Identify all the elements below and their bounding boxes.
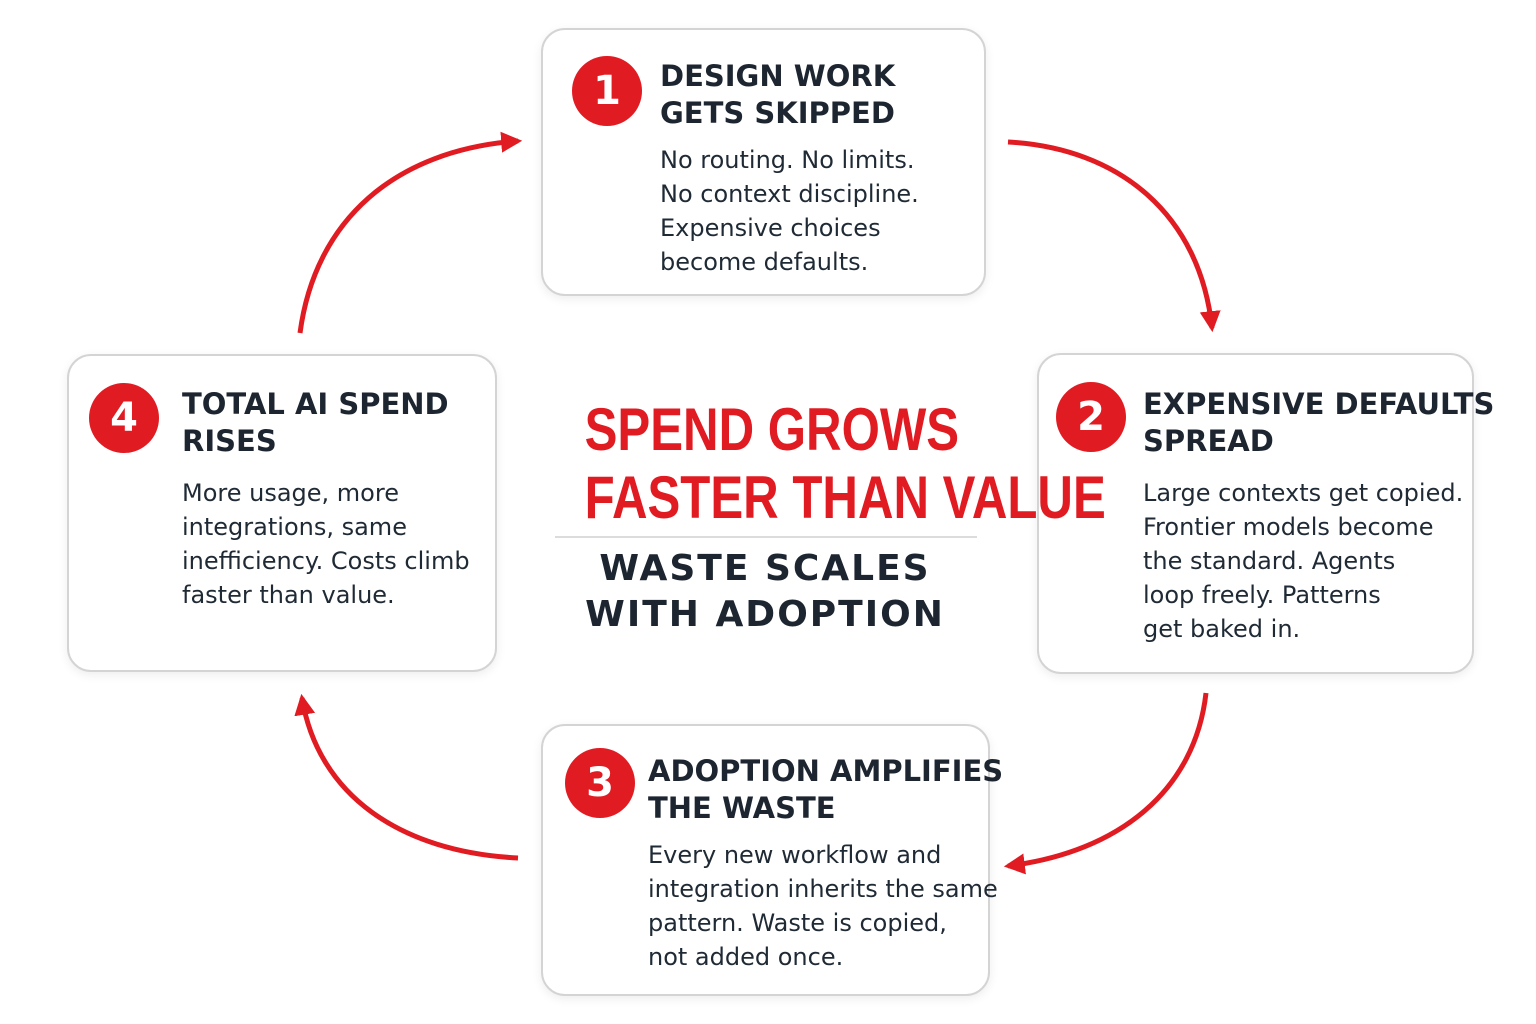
- step-description-line: Expensive choices: [660, 214, 881, 242]
- step-title-2: EXPENSIVE DEFAULTS SPREAD: [1143, 386, 1494, 460]
- step-description-line: become defaults.: [660, 248, 869, 276]
- step-description-2: Large contexts get copied. Frontier mode…: [1143, 476, 1463, 646]
- step-description-4: More usage, more integrations, same inef…: [182, 476, 470, 612]
- step-card-4: 4 TOTAL AI SPEND RISES More usage, more …: [67, 354, 497, 672]
- step-title-line: RISES: [182, 424, 277, 458]
- step-description-line: faster than value.: [182, 581, 395, 609]
- arrow-step4-to-step1: [297, 131, 523, 334]
- step-description-line: Every new workflow and: [648, 841, 942, 869]
- center-headline-line: FASTER THAN VALUE: [584, 464, 1106, 531]
- step-title-line: SPREAD: [1143, 424, 1274, 458]
- step-description-line: More usage, more: [182, 479, 399, 507]
- step-number-badge-3: 3: [565, 748, 635, 818]
- center-headline: SPEND GROWS FASTER THAN VALUE: [584, 396, 1106, 532]
- step-title-line: TOTAL AI SPEND: [182, 387, 449, 421]
- step-description-line: pattern. Waste is copied,: [648, 909, 947, 937]
- step-description-line: Frontier models become: [1143, 513, 1434, 541]
- step-description-line: No routing. No limits.: [660, 146, 915, 174]
- step-title-3: ADOPTION AMPLIFIES THE WASTE: [648, 753, 1003, 827]
- step-card-2: 2 EXPENSIVE DEFAULTS SPREAD Large contex…: [1037, 353, 1494, 674]
- step-title-line: ADOPTION AMPLIFIES: [648, 754, 1004, 788]
- step-description-line: integration inherits the same: [648, 875, 998, 903]
- step-description-line: Large contexts get copied.: [1143, 479, 1464, 507]
- step-description-line: the standard. Agents: [1143, 547, 1396, 575]
- step-number-badge-4: 4: [89, 383, 159, 453]
- center-subheadline-line: WASTE SCALES: [599, 548, 931, 589]
- step-description-line: integrations, same: [182, 513, 407, 541]
- step-description-3: Every new workflow and integration inher…: [648, 838, 998, 974]
- center-subheadline-line: WITH ADOPTION: [585, 594, 945, 635]
- arrow-step3-to-step4: [294, 693, 519, 861]
- step-title-1: DESIGN WORK GETS SKIPPED: [660, 58, 895, 132]
- center-subheadline: WASTE SCALES WITH ADOPTION: [545, 546, 985, 638]
- step-number-badge-2: 2: [1056, 382, 1126, 452]
- step-description-line: get baked in.: [1143, 615, 1301, 643]
- step-description-line: No context discipline.: [660, 180, 919, 208]
- step-description-line: inefficiency. Costs climb: [182, 547, 470, 575]
- step-card-3: 3 ADOPTION AMPLIFIES THE WASTE Every new…: [541, 724, 1003, 996]
- step-title-line: EXPENSIVE DEFAULTS: [1143, 387, 1495, 421]
- step-title-line: GETS SKIPPED: [660, 96, 895, 130]
- center-divider: [555, 536, 977, 538]
- step-title-line: DESIGN WORK: [660, 59, 896, 93]
- step-description-line: loop freely. Patterns: [1143, 581, 1381, 609]
- step-description-1: No routing. No limits. No context discip…: [660, 143, 919, 279]
- step-title-4: TOTAL AI SPEND RISES: [182, 386, 449, 460]
- arrow-step2-to-step3: [1003, 692, 1209, 875]
- center-headline-line: SPEND GROWS: [584, 396, 960, 463]
- step-card-1: 1 DESIGN WORK GETS SKIPPED No routing. N…: [541, 28, 986, 296]
- step-description-line: not added once.: [648, 943, 844, 971]
- step-number-badge-1: 1: [572, 56, 642, 126]
- step-title-line: THE WASTE: [648, 791, 836, 825]
- arrow-step1-to-step2: [1007, 139, 1221, 333]
